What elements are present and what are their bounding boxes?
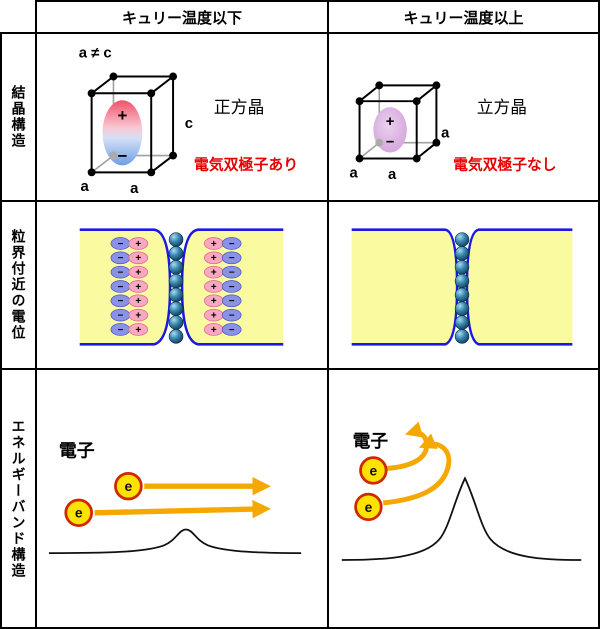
row-label-crystal-structure-text: 結晶構造	[10, 85, 27, 149]
header-below-curie-label: キュリー温度以下	[121, 9, 242, 27]
electron-2: e	[64, 498, 94, 527]
electron-symbol: e	[370, 463, 378, 478]
axis-c-label: c	[185, 116, 193, 132]
boundary-line-left	[79, 228, 172, 346]
electron-label: 電子	[353, 431, 389, 451]
electron-1: e	[114, 472, 143, 501]
dipole-present-note: 電気双極子あり	[194, 155, 298, 173]
phase-name-cubic: 立方晶	[477, 98, 527, 117]
boundary-line-left	[351, 228, 459, 346]
cubic-cell-diagram: + − a a a 立方晶 電気双極子なし	[350, 81, 557, 183]
row-label-grain-boundary-potential-text: 粒界付近の電位	[10, 229, 27, 341]
tetragonal-cell-diagram: a ≠ c + − a a c 正方晶 電気双極子あり	[79, 46, 298, 197]
row-label-grain-boundary-potential: 粒界付近の電位	[0, 200, 35, 368]
grain-boundary-with-dipoles-diagram	[79, 228, 284, 346]
axis-a-left-label: a	[350, 165, 359, 181]
row-label-energy-band-text: エネルギーバンド構造	[10, 418, 27, 579]
cubic-unit-cell: + −	[355, 81, 441, 163]
header-above-curie-label: キュリー温度以上	[403, 9, 524, 27]
low-barrier-band-diagram: 電子 e e	[48, 441, 302, 555]
hidden-corner-atom	[375, 138, 384, 147]
electron-reflected-arrow-top	[386, 421, 430, 471]
electron-2: e	[354, 492, 383, 522]
electron-circle	[359, 456, 388, 485]
electron-label: 電子	[59, 441, 95, 461]
boundary-line-right	[180, 228, 284, 346]
high-barrier-band-diagram: 電子 e e	[341, 421, 582, 561]
boundary-line-right	[465, 228, 573, 346]
cell-crystal-above-curie: + − a a a 立方晶 電気双極子なし	[327, 32, 600, 200]
axis-a-bottom-label: a	[388, 167, 397, 183]
axis-a-left-label: a	[81, 179, 90, 195]
row-label-energy-band: エネルギーバンド構造	[0, 368, 35, 629]
electron-circle	[354, 492, 383, 522]
low-potential-barrier-curve	[48, 528, 302, 555]
phase-name-tetragonal: 正方晶	[214, 98, 265, 117]
dipole-ellipsoid	[102, 100, 143, 166]
header-below-curie: キュリー温度以下	[35, 0, 327, 32]
cell-crystal-below-curie: a ≠ c + − a a c 正方晶 電気双極子あり	[35, 32, 327, 200]
electron-1: e	[359, 456, 388, 485]
corner-cell	[0, 0, 35, 32]
minus-sign: −	[117, 147, 127, 166]
axis-a-bottom-label: a	[130, 181, 139, 197]
electron-circle	[64, 498, 94, 527]
minus-sign: −	[386, 135, 395, 151]
plus-sign: +	[386, 114, 395, 130]
grain-boundary-no-dipoles-diagram	[351, 228, 573, 346]
electron-circle	[114, 472, 143, 501]
lattice-relation-label: a ≠ c	[79, 46, 112, 62]
dipole-absent-note: 電気双極子なし	[453, 155, 556, 173]
hidden-corner-atom	[109, 151, 118, 160]
electron-reflected-arrow-bottom	[382, 433, 452, 506]
axis-a-right-label: a	[441, 126, 450, 142]
grain-right	[466, 229, 573, 345]
tetragonal-unit-cell: + −	[87, 72, 178, 177]
grain-left	[351, 229, 458, 345]
cell-band-above-curie: 電子 e e	[327, 368, 600, 629]
high-potential-barrier-curve	[341, 476, 582, 561]
header-above-curie: キュリー温度以上	[327, 0, 600, 32]
corner-atoms	[87, 72, 178, 177]
electron-symbol: e	[125, 478, 133, 494]
corner-atoms	[355, 81, 441, 163]
electron-symbol: e	[365, 500, 373, 515]
row-label-crystal-structure: 結晶構造	[0, 32, 35, 200]
electron-symbol: e	[75, 505, 83, 521]
cell-potential-above-curie	[327, 200, 600, 368]
cell-band-below-curie: 電子 e e	[35, 368, 327, 629]
electron-path-arrow-bottom	[94, 499, 271, 519]
plus-sign: +	[117, 106, 127, 125]
cell-potential-below-curie	[35, 200, 327, 368]
